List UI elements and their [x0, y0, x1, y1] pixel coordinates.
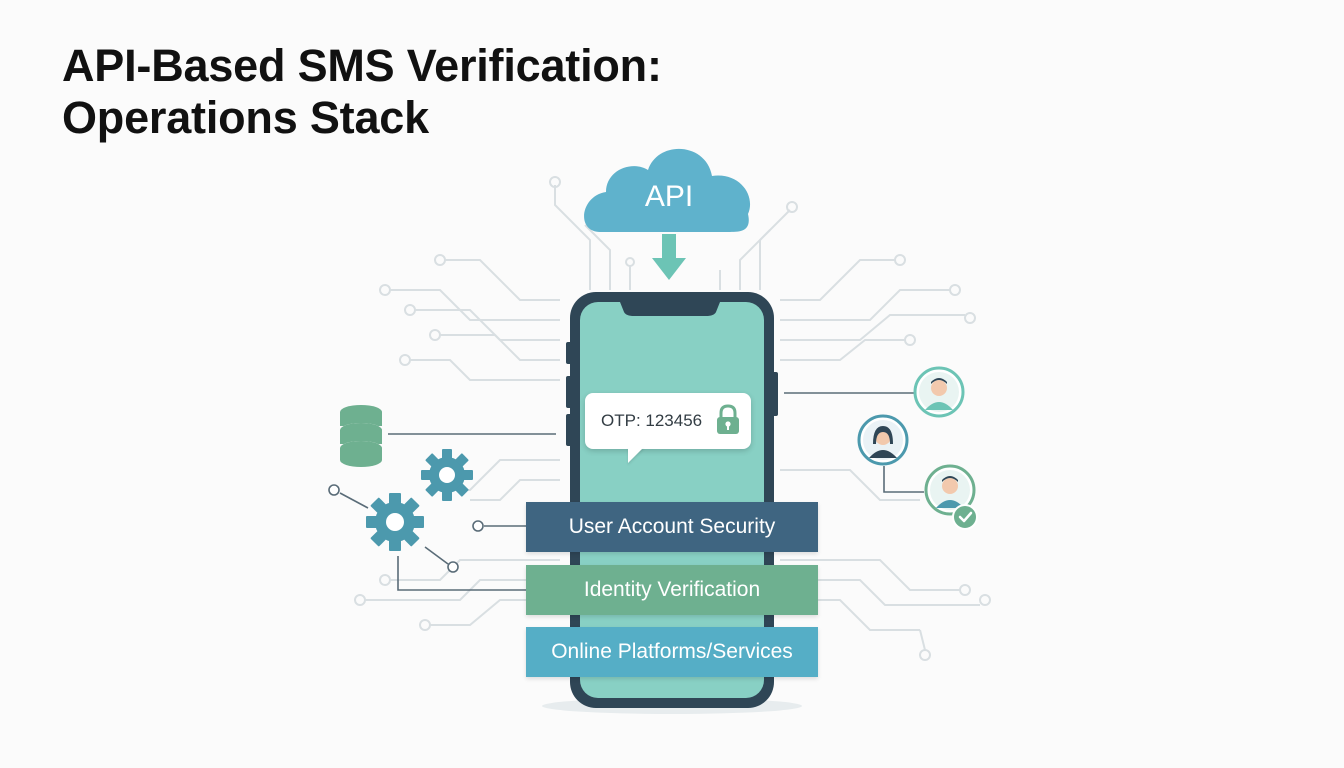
- cloud-icon: [584, 148, 751, 232]
- database-icon: [340, 405, 382, 467]
- down-arrow-icon: [652, 234, 686, 280]
- check-icon: [952, 504, 978, 530]
- stack-layer-user-account-security: User Account Security: [526, 502, 818, 552]
- page-title: API-Based SMS Verification: Operations S…: [62, 40, 662, 144]
- user-avatar-icon: [857, 414, 909, 466]
- otp-bubble-tail: [628, 447, 644, 463]
- user-avatar-icon: [913, 366, 965, 418]
- title-line-2: Operations Stack: [62, 92, 429, 143]
- user-avatar-verified-icon: [924, 464, 978, 530]
- stack-layer-label: Identity Verification: [583, 578, 761, 601]
- gear-icon: [366, 493, 424, 551]
- otp-text: OTP: 123456: [601, 411, 703, 430]
- stack-layer-label: User Account Security: [568, 515, 776, 538]
- stack-layer-online-platforms-services: Online Platforms/Services: [526, 627, 818, 677]
- connector-lines: [328, 392, 924, 591]
- stack-layer-label: Online Platforms/Services: [551, 640, 793, 663]
- gear-icon: [421, 449, 473, 501]
- stack-layer-identity-verification: Identity Verification: [526, 565, 818, 615]
- lock-icon: [717, 404, 739, 434]
- api-label: API: [644, 180, 694, 213]
- title-line-1: API-Based SMS Verification:: [62, 40, 662, 91]
